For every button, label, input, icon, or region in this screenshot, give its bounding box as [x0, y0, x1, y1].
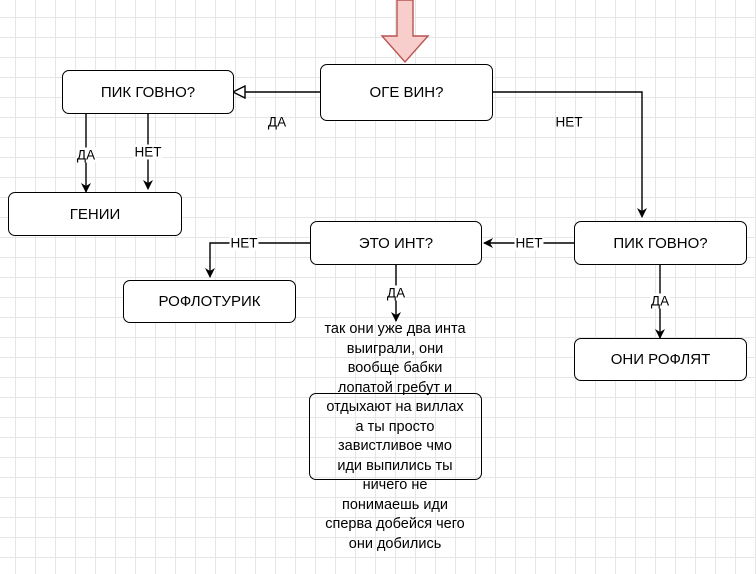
node-oni-roflyat-label: ОНИ РОФЛЯТ [610, 351, 711, 368]
edge-label-pik-right-da: ДА [649, 293, 671, 309]
edge-label-pik-right-to-int: НЕТ [514, 235, 544, 251]
node-oge-vin[interactable]: ОГЕ ВИН? [320, 64, 493, 121]
note-text: так они уже два инта выиграли, они вообщ… [324, 321, 466, 552]
start-arrow [380, 0, 430, 64]
node-pik-govno-left-label: ПИК ГОВНО? [100, 83, 196, 101]
edge-label-int-da: ДА [385, 285, 407, 301]
edge-label-oge-to-pik-right: НЕТ [555, 114, 583, 130]
node-eto-int-label: ЭТО ИНТ? [358, 234, 434, 252]
node-pik-govno-right[interactable]: ПИК ГОВНО? [574, 221, 747, 265]
node-eto-int[interactable]: ЭТО ИНТ? [310, 221, 482, 265]
node-pik-govno-right-label: ПИК ГОВНО? [613, 234, 708, 252]
edge-int-to-rofl [205, 242, 310, 278]
node-pik-govno-left[interactable]: ПИК ГОВНО? [62, 70, 234, 114]
node-roflotorik[interactable]: РОФЛОТУРИК [123, 280, 296, 323]
edge-oge-to-pik-right [492, 91, 647, 218]
edge-label-oge-to-pik-left: ДА [267, 114, 287, 130]
node-oni-roflyat[interactable]: ОНИ РОФЛЯТ [574, 338, 747, 381]
node-oge-vin-label: ОГЕ ВИН? [369, 84, 444, 101]
node-genii[interactable]: ГЕНИИ [8, 192, 182, 236]
node-empty-box[interactable] [309, 393, 482, 480]
edge-label-pik-left-net: НЕТ [133, 144, 163, 160]
edge-label-pik-left-da: ДА [75, 147, 97, 163]
node-roflotorik-label: РОФЛОТУРИК [158, 293, 261, 310]
node-genii-label: ГЕНИИ [69, 205, 121, 223]
edge-label-int-to-rofl: НЕТ [229, 235, 259, 251]
